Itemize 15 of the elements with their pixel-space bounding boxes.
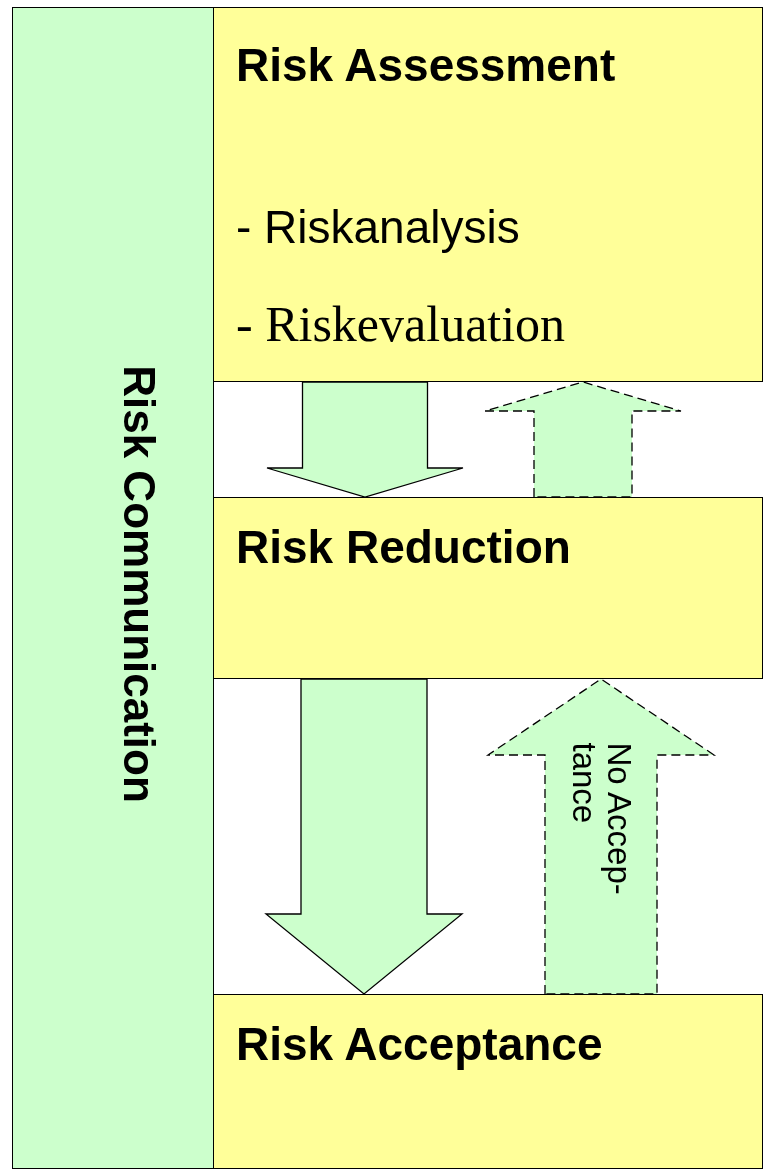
- stage-box: [213, 497, 763, 679]
- list-item: - Riskanalysis: [236, 200, 521, 255]
- list-item: - Riskevaluation: [236, 295, 567, 354]
- edge-label: No Accep- tance: [566, 742, 636, 897]
- block-arrow: [484, 381, 682, 498]
- stage-heading: Risk Acceptance: [236, 1017, 604, 1072]
- stage-box: [213, 7, 763, 382]
- block-arrow: [264, 678, 464, 995]
- block-arrow: [485, 678, 717, 995]
- vertical-heading: Risk Communication: [114, 365, 166, 803]
- stage-heading: Risk Reduction: [236, 520, 572, 575]
- block-arrow: [266, 381, 464, 498]
- stage-box: [213, 994, 763, 1169]
- stage-heading: Risk Assessment: [236, 38, 616, 93]
- side-band: [12, 7, 214, 1169]
